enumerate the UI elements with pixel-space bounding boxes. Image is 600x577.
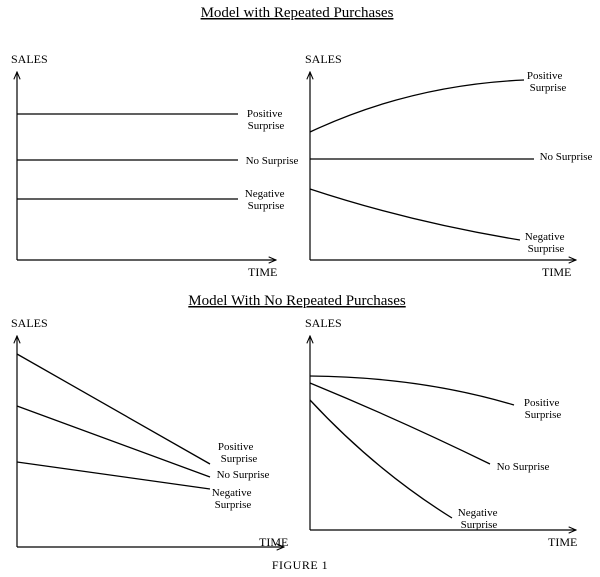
- curve-label-no-surprise: No Surprise: [540, 151, 593, 163]
- curve-label-positive: Positive Surprise: [527, 70, 567, 94]
- curve-negative-surprise: [309, 399, 453, 519]
- curve-negative-surprise: [16, 461, 211, 490]
- x-axis-label: TIME: [548, 535, 577, 549]
- x-axis-label: TIME: [542, 265, 571, 279]
- y-axis-label: SALES: [305, 52, 342, 66]
- figure-caption: FIGURE 1: [272, 558, 328, 572]
- curve-positive-surprise: [309, 79, 525, 133]
- x-axis-label: TIME: [248, 265, 277, 279]
- section-title-no-repeated: Model With No Repeated Purchases: [188, 293, 406, 309]
- panel-repeated-right: SALES TIME Positive Surprise No Surprise…: [305, 52, 593, 279]
- y-axis-label: SALES: [305, 316, 342, 330]
- curve-positive-surprise: [309, 375, 515, 406]
- curve-no-surprise: [16, 405, 211, 478]
- curve-label-positive: Positive Surprise: [524, 397, 562, 421]
- curve-negative-surprise: [309, 188, 521, 241]
- curve-label-no-surprise: No Surprise: [217, 469, 270, 481]
- panel-repeated-left: SALES TIME Positive Surprise No Surprise…: [11, 52, 299, 279]
- curve-no-surprise: [309, 382, 491, 465]
- curve-label-negative: Negative Surprise: [212, 487, 254, 511]
- curve-positive-surprise: [16, 353, 211, 465]
- curve-label-no-surprise: No Surprise: [246, 155, 299, 167]
- y-axis-label: SALES: [11, 52, 48, 66]
- curve-label-negative: Negative Surprise: [245, 188, 287, 212]
- section-title-repeated: Model with Repeated Purchases: [201, 5, 394, 21]
- curve-label-negative: Negative Surprise: [458, 507, 500, 531]
- y-axis-label: SALES: [11, 316, 48, 330]
- curve-label-no-surprise: No Surprise: [497, 461, 550, 473]
- curve-label-positive: Positive Surprise: [247, 108, 285, 132]
- curve-label-negative: Negative Surprise: [525, 231, 567, 255]
- panel-no-repeated-right: SALES TIME Positive Surprise No Surprise…: [305, 316, 577, 549]
- panel-no-repeated-left: SALES TIME Positive Surprise No Surprise…: [11, 316, 288, 549]
- curve-label-positive: Positive Surprise: [218, 441, 258, 465]
- x-axis-label: TIME: [259, 535, 288, 549]
